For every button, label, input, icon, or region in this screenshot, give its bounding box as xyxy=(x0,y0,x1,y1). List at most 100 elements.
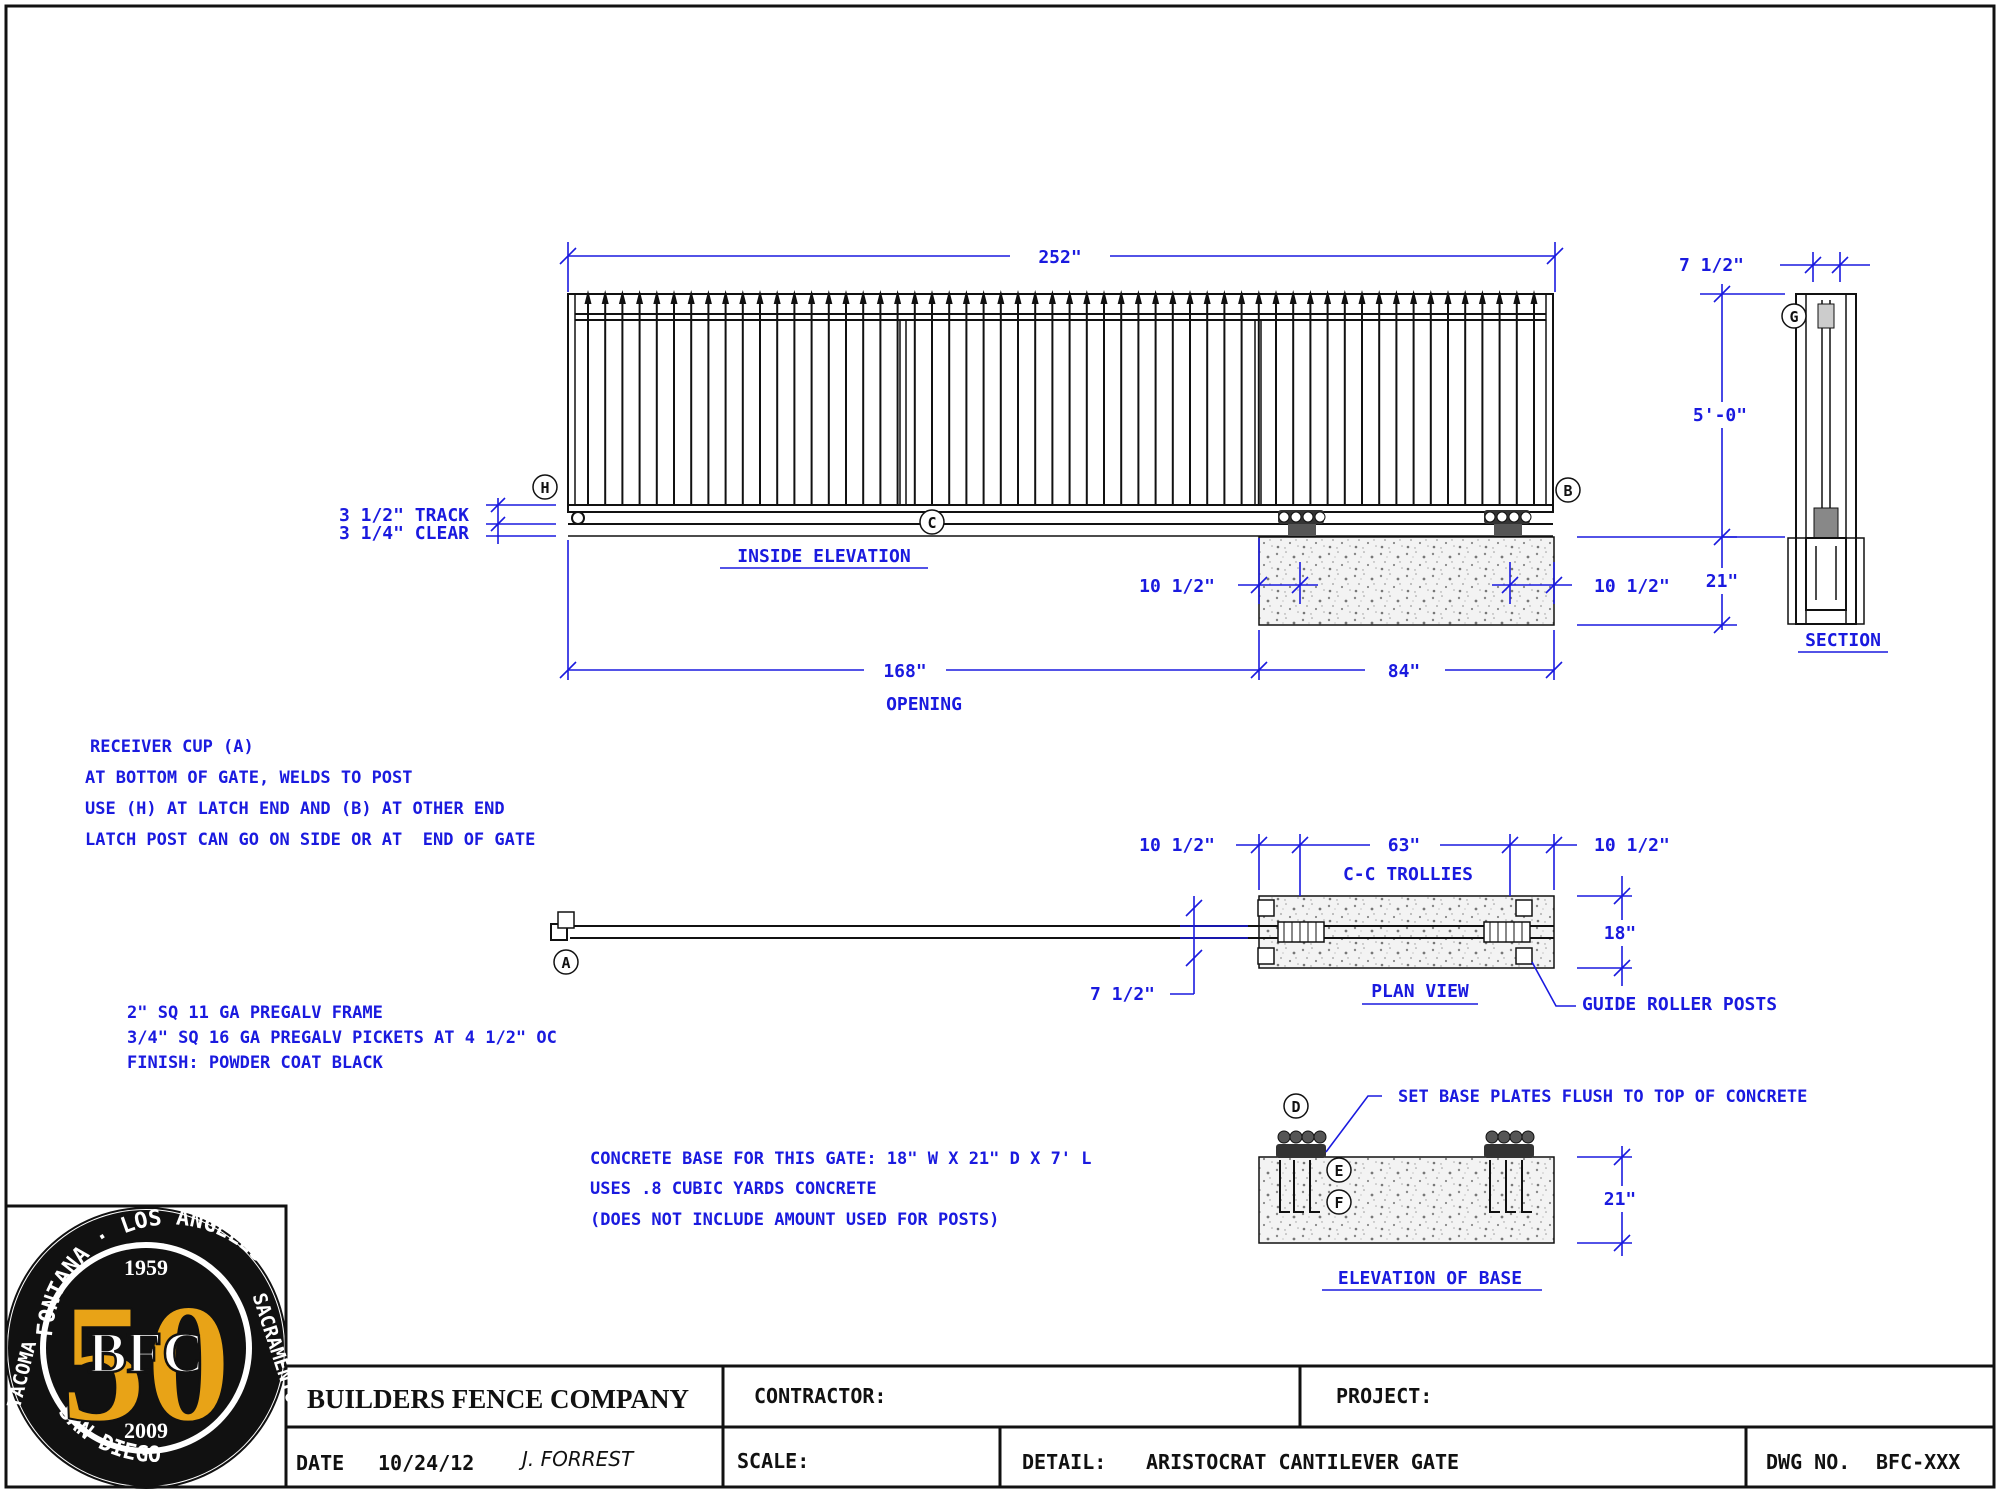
picket-finial xyxy=(1358,290,1366,304)
company-name: BUILDERS FENCE COMPANY xyxy=(307,1384,689,1414)
guide-roller-posts-label: GUIDE ROLLER POSTS xyxy=(1582,994,1777,1015)
note-line: AT BOTTOM OF GATE, WELDS TO POST xyxy=(85,768,413,788)
callout-h: H xyxy=(540,479,549,497)
picket-finial xyxy=(1444,290,1452,304)
picket-finial xyxy=(1324,290,1332,304)
picket-finial xyxy=(1461,290,1469,304)
picket-finial xyxy=(1513,290,1521,304)
picket-finial xyxy=(1341,290,1349,304)
picket-finial xyxy=(945,290,953,304)
picket-finial xyxy=(687,290,695,304)
elevation-concrete-base xyxy=(1258,536,1555,626)
picket-finial xyxy=(584,290,592,304)
section-depth-dimension: 21" xyxy=(1706,571,1739,592)
offset-right-dimension: 10 1/2" xyxy=(1594,576,1670,597)
picket-finial xyxy=(1289,290,1297,304)
section-label: SECTION xyxy=(1805,630,1881,651)
logo-big-number: 50 xyxy=(61,1269,231,1457)
picket-finial xyxy=(1220,290,1228,304)
project-label: PROJECT: xyxy=(1336,1384,1432,1408)
inside-elevation: 252" xyxy=(339,242,1737,715)
concrete-notes: CONCRETE BASE FOR THIS GATE: 18" W X 21"… xyxy=(590,1149,1092,1230)
picket-finial xyxy=(790,290,798,304)
logo-initials: BFC xyxy=(88,1320,204,1385)
section-view: G 7 1/2" 5'-0" 21" SECTION xyxy=(1679,252,1888,653)
base-depth-dimension: 21" xyxy=(1604,1189,1637,1210)
picket-finial xyxy=(722,290,730,304)
note-line: CONCRETE BASE FOR THIS GATE: 18" W X 21"… xyxy=(590,1149,1092,1169)
logo-year-start: 1959 xyxy=(124,1255,168,1280)
picket-finial xyxy=(1014,290,1022,304)
callout-f: F xyxy=(1334,1194,1343,1212)
material-notes: 2" SQ 11 GA PREGALV FRAME 3/4" SQ 16 GA … xyxy=(127,1003,557,1073)
note-line: USE (H) AT LATCH END AND (B) AT OTHER EN… xyxy=(85,799,505,819)
picket-finial xyxy=(876,290,884,304)
callout-g: G xyxy=(1789,308,1798,326)
base-plate-note: SET BASE PLATES FLUSH TO TOP OF CONCRETE xyxy=(1398,1087,1807,1107)
picket-finial xyxy=(1083,290,1091,304)
picket-finial xyxy=(1134,290,1142,304)
callout-e: E xyxy=(1334,1162,1343,1180)
sheet-border xyxy=(4,4,1996,1489)
tail-length-dimension: 84" xyxy=(1388,661,1421,682)
base-concrete xyxy=(1258,1156,1555,1244)
section-top-dimension: 7 1/2" xyxy=(1679,255,1744,276)
plan-right-offset-dimension: 10 1/2" xyxy=(1594,835,1670,856)
picket-finial xyxy=(1203,290,1211,304)
callout-b: B xyxy=(1563,482,1572,500)
receiver-notes: RECEIVER CUP (A) AT BOTTOM OF GATE, WELD… xyxy=(85,737,535,850)
trolley-spacing-label: C-C TROLLIES xyxy=(1343,864,1473,885)
drafter-signature: J. FORREST xyxy=(518,1447,635,1471)
picket-finial xyxy=(928,290,936,304)
plan-view: A 10 1/2" 63" 10 1/2" C-C TROLLIES xyxy=(550,834,1777,1015)
plan-width-dimension: 18" xyxy=(1604,923,1637,944)
plan-view-label: PLAN VIEW xyxy=(1371,981,1469,1002)
overall-length-dimension: 252" xyxy=(1038,247,1081,268)
opening-length-dimension: 168" xyxy=(883,661,926,682)
picket-finial xyxy=(1392,290,1400,304)
picket-finial xyxy=(1255,290,1263,304)
picket-finial xyxy=(1186,290,1194,304)
picket-finial xyxy=(808,290,816,304)
note-line: USES .8 CUBIC YARDS CONCRETE xyxy=(590,1179,877,1199)
plan-trolley-spacing-dimension: 63" xyxy=(1388,835,1421,856)
bfc-50th-anniversary-logo: FONTANA · LOS ANGELES · SACRAMENTO TACOM… xyxy=(3,1204,304,1489)
picket-finial xyxy=(1100,290,1108,304)
opening-label: OPENING xyxy=(886,694,962,715)
note-line: (DOES NOT INCLUDE AMOUNT USED FOR POSTS) xyxy=(590,1210,999,1230)
detail-value: ARISTOCRAT CANTILEVER GATE xyxy=(1146,1450,1459,1474)
note-line: 3/4" SQ 16 GA PREGALV PICKETS AT 4 1/2" … xyxy=(127,1028,557,1048)
section-height-dimension: 5'-0" xyxy=(1693,405,1747,426)
picket-finial xyxy=(1031,290,1039,304)
note-line: RECEIVER CUP (A) xyxy=(90,737,254,757)
track-dimension: 3 1/2" TRACK xyxy=(339,505,469,526)
trolley-left xyxy=(1278,510,1326,536)
elevation-of-base-label: ELEVATION OF BASE xyxy=(1338,1268,1522,1289)
picket-finial xyxy=(1272,290,1280,304)
note-line: 2" SQ 11 GA PREGALV FRAME xyxy=(127,1003,383,1023)
picket-finial xyxy=(1152,290,1160,304)
trolley-right xyxy=(1484,510,1532,536)
picket-finial xyxy=(859,290,867,304)
dwg-label: DWG NO. xyxy=(1766,1450,1850,1474)
picket-finial xyxy=(894,290,902,304)
title-block: BUILDERS FENCE COMPANY CONTRACTOR: PROJE… xyxy=(286,1364,1994,1487)
picket-finial xyxy=(1427,290,1435,304)
picket-finial xyxy=(756,290,764,304)
clear-dimension: 3 1/4" CLEAR xyxy=(339,523,469,544)
picket-finial xyxy=(1375,290,1383,304)
picket-finial xyxy=(670,290,678,304)
picket-finial xyxy=(1066,290,1074,304)
picket-finial xyxy=(1530,290,1538,304)
picket-finial xyxy=(962,290,970,304)
scale-label: SCALE: xyxy=(737,1449,809,1473)
picket-finial xyxy=(911,290,919,304)
dwg-value: BFC-XXX xyxy=(1876,1450,1960,1474)
date-label: DATE xyxy=(296,1451,344,1475)
picket-finial xyxy=(1410,290,1418,304)
offset-left-dimension: 10 1/2" xyxy=(1139,576,1215,597)
gate-pickets xyxy=(584,290,1538,505)
picket-finial xyxy=(601,290,609,304)
picket-finial xyxy=(1306,290,1314,304)
